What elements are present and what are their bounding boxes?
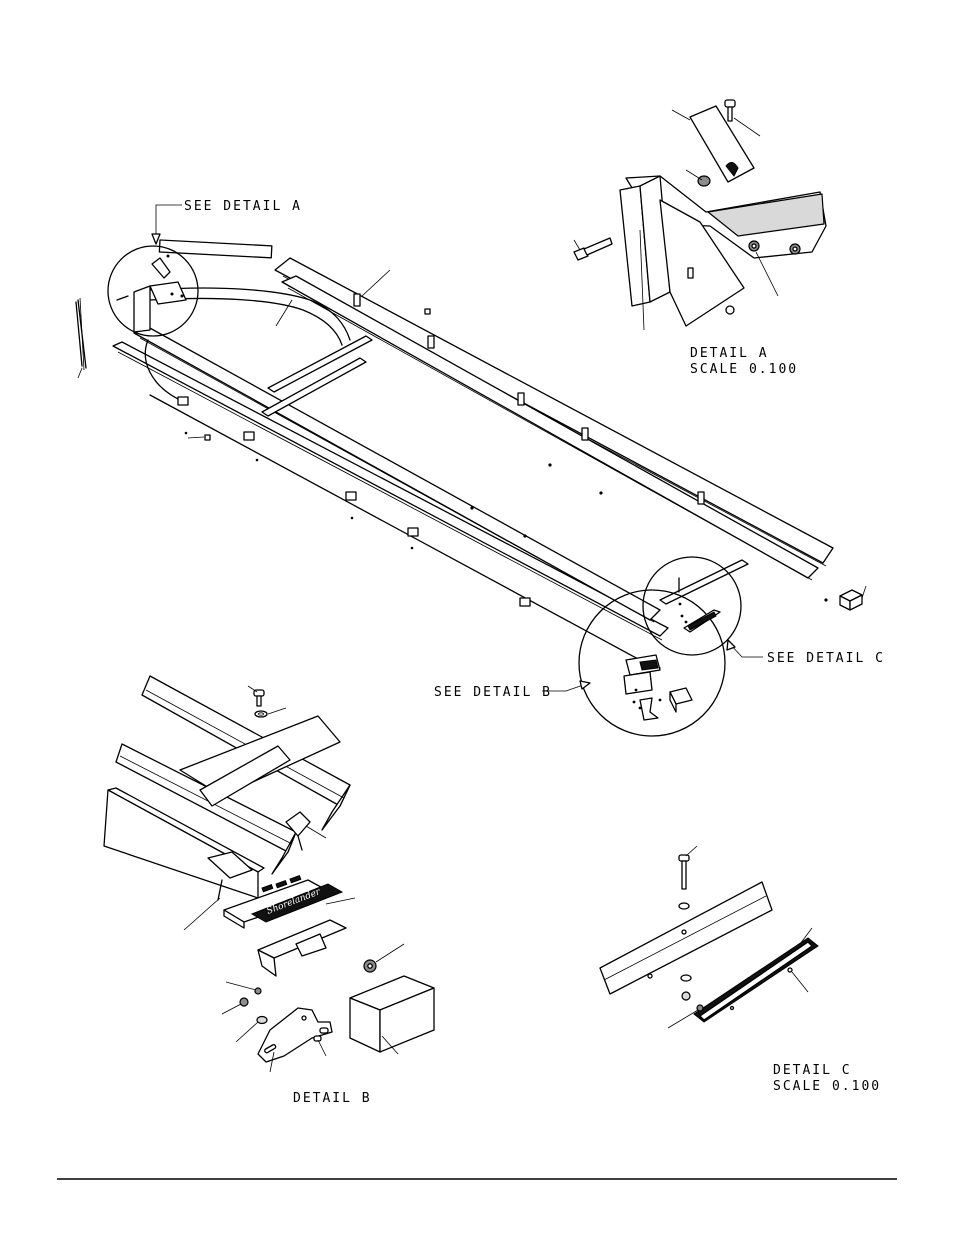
curved-tongue bbox=[149, 287, 351, 341]
see-detail-leaders bbox=[151, 204, 763, 692]
text-labels: SEE DETAIL A SEE DETAIL B SEE DETAIL C D… bbox=[184, 199, 885, 1106]
plug-part-22 bbox=[204, 434, 211, 441]
washer-lower bbox=[680, 974, 692, 982]
lock-washer-part-12 bbox=[239, 997, 249, 1007]
screw-part-11 bbox=[787, 967, 793, 973]
left-bunk-board bbox=[112, 341, 669, 637]
detail-a-scale: SCALE 0.100 bbox=[690, 362, 798, 377]
frame-hardware-dots bbox=[184, 431, 828, 602]
bunk-brackets bbox=[177, 293, 705, 607]
front-cross-member bbox=[267, 335, 373, 393]
leader-lines bbox=[77, 109, 867, 1073]
plate-part-2 bbox=[689, 105, 755, 183]
detail-c-scale: SCALE 0.100 bbox=[773, 1079, 881, 1094]
washer-part-15 bbox=[256, 1015, 268, 1025]
see-detail-c-label: SEE DETAIL C bbox=[767, 651, 885, 666]
bolt-part-6 bbox=[573, 237, 613, 261]
cable-part-21 bbox=[75, 297, 87, 371]
bolt-part-10 bbox=[217, 879, 223, 901]
bolt-part-8 bbox=[724, 99, 736, 122]
detail-b-circle-contents bbox=[623, 654, 693, 721]
detail-c-circle-contents bbox=[678, 577, 721, 633]
detail-b-circle bbox=[578, 589, 726, 737]
bracket-part-1 bbox=[285, 811, 311, 837]
nut-lower bbox=[681, 991, 691, 1001]
nut-part-14 bbox=[254, 987, 262, 995]
detail-a-circle bbox=[107, 245, 199, 337]
bunk-guide-bar bbox=[158, 239, 273, 259]
license-bracket-part-23 bbox=[257, 1007, 333, 1063]
detail-b-assembly: Shorelander bbox=[103, 675, 435, 1063]
left-frame-rail bbox=[133, 326, 661, 621]
see-detail-b-label: SEE DETAIL B bbox=[434, 685, 552, 700]
logo-plate-part-20 bbox=[250, 883, 344, 923]
see-detail-a-label: SEE DETAIL A bbox=[184, 199, 302, 214]
detail-c-circle bbox=[642, 556, 742, 656]
detail-b-title: DETAIL B bbox=[293, 1091, 372, 1106]
mid-cross-member bbox=[261, 357, 367, 417]
nut-part-17 bbox=[696, 1004, 704, 1012]
bolt-part-5 bbox=[678, 854, 690, 890]
detail-a-assembly bbox=[573, 99, 827, 331]
rear-channel bbox=[599, 881, 773, 995]
detail-c-title: DETAIL C bbox=[773, 1063, 852, 1078]
detail-a-circle-contents bbox=[133, 254, 187, 333]
bolt-part-9 bbox=[313, 1027, 329, 1042]
detail-a-title: DETAIL A bbox=[690, 346, 769, 361]
right-frame-rail bbox=[281, 275, 819, 579]
nut-part-16 bbox=[697, 175, 711, 187]
right-bunk-board bbox=[274, 257, 834, 564]
block-part-25 bbox=[349, 975, 435, 1053]
washer-upper bbox=[678, 902, 690, 910]
detail-c-assembly bbox=[599, 854, 819, 1023]
bolt-part-7 bbox=[253, 689, 265, 707]
washer-part-13 bbox=[254, 710, 268, 718]
trailer-frame-assembly bbox=[75, 239, 863, 669]
